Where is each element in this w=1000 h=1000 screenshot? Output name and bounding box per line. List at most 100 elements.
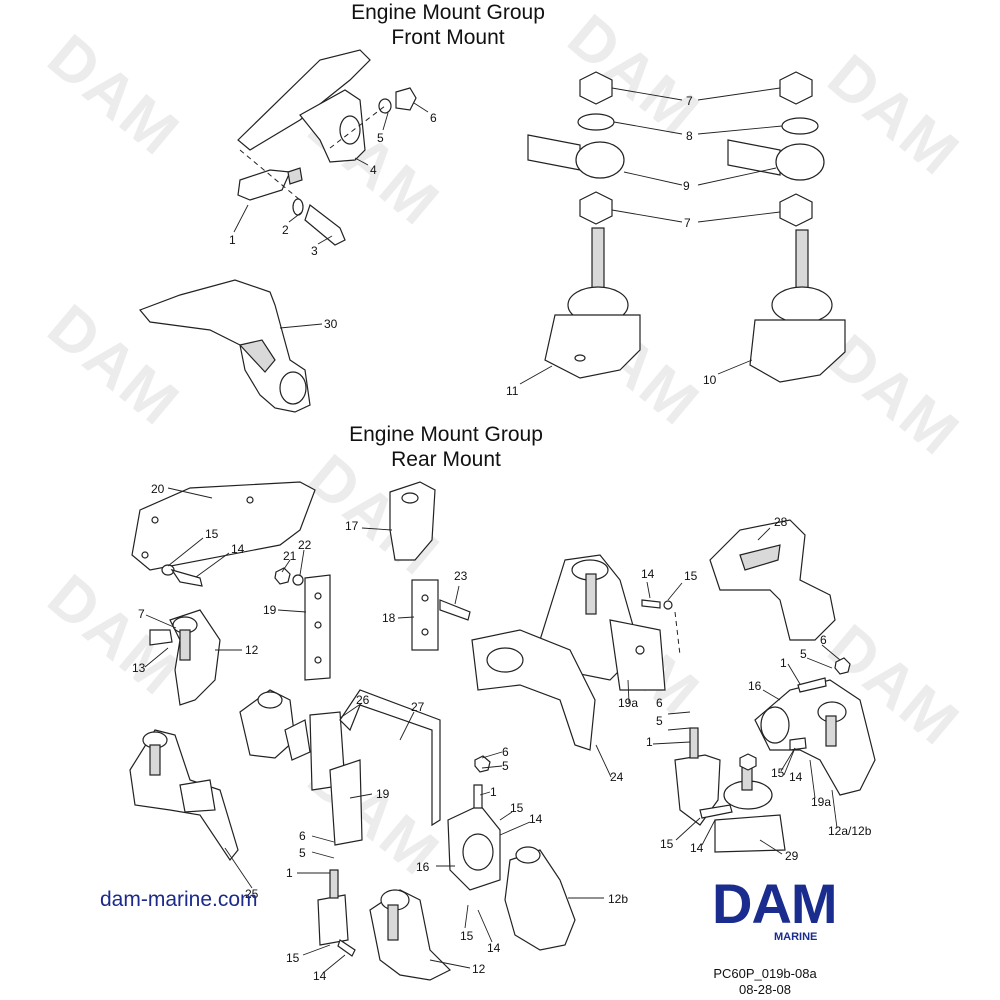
callout-5: 5: [502, 759, 509, 773]
callout-15: 15: [684, 569, 698, 583]
callout-23: 23: [454, 569, 468, 583]
callout-29: 29: [785, 849, 799, 863]
callout-6: 6: [502, 745, 509, 759]
callout-15: 15: [660, 837, 674, 851]
callout-5: 5: [377, 131, 384, 145]
callout-27: 27: [411, 700, 425, 714]
rear-isolator-12b: [504, 846, 576, 951]
website-link[interactable]: dam-marine.com: [100, 888, 258, 911]
front-mount-title: Engine Mount Group Front Mount: [318, 0, 578, 50]
callout-11: 11: [506, 384, 519, 398]
callout-28: 28: [774, 515, 788, 529]
callout-16: 16: [416, 860, 430, 874]
rear-isolator-center: [471, 554, 666, 751]
rear-bolt-14-15-top: [641, 599, 681, 656]
callout-1: 1: [490, 785, 497, 799]
callout-7: 7: [684, 216, 691, 230]
doc-number: PC60P_019b-08a: [713, 966, 817, 981]
callout-22: 22: [298, 538, 312, 552]
callout-6: 6: [656, 696, 663, 710]
front-isolator-left: [527, 71, 641, 379]
callout-12a-12b: 12a/12b: [828, 824, 872, 838]
callout-7: 7: [686, 94, 693, 108]
callout-5: 5: [800, 647, 807, 661]
callout-3: 3: [311, 244, 318, 258]
rear-bracket-28: [709, 519, 836, 641]
callout-13: 13: [132, 661, 146, 675]
doc-date: 08-28-08: [738, 982, 792, 997]
callout-1: 1: [229, 233, 236, 247]
callout-15: 15: [460, 929, 474, 943]
callout-5: 5: [656, 714, 663, 728]
callout-15: 15: [510, 801, 524, 815]
callout-19a: 19a: [811, 795, 831, 809]
callout-14: 14: [231, 542, 245, 556]
callout-14: 14: [641, 567, 655, 581]
rear-bracket-17: [389, 481, 436, 561]
callout-16: 16: [748, 679, 762, 693]
rear-title-line2: Rear Mount: [391, 448, 501, 471]
rear-plate-18: [411, 579, 471, 651]
rear-crossmember-27: [329, 689, 441, 846]
callout-6: 6: [299, 829, 306, 843]
callout-14: 14: [529, 812, 543, 826]
front-title-line1: Engine Mount Group: [351, 1, 545, 24]
callout-14: 14: [789, 770, 803, 784]
callout-19: 19: [263, 603, 277, 617]
callout-15: 15: [286, 951, 300, 965]
front-title-line2: Front Mount: [391, 26, 505, 49]
rear-isolator-right-16: [754, 657, 876, 796]
rear-isolator-29: [714, 753, 786, 853]
callout-14: 14: [313, 969, 327, 983]
front-isolator-right: [727, 71, 846, 383]
callout-26: 26: [356, 693, 370, 707]
callout-15: 15: [771, 766, 785, 780]
rear-nut-washer-21-22: [274, 567, 304, 586]
callout-7: 7: [138, 607, 145, 621]
callout-8: 8: [686, 129, 693, 143]
callout-18: 18: [382, 611, 396, 625]
rear-bolt-washer-15-14: [161, 564, 203, 587]
callout-6: 6: [430, 111, 437, 125]
front-mount-bracket-30: [138, 279, 311, 413]
callout-2: 2: [282, 223, 289, 237]
rear-isolator-26: [239, 689, 346, 791]
callout-1: 1: [286, 866, 293, 880]
callout-labels: 1 2 3 4 5 6 7 8 9 7 30 11 10 20 15 14 17…: [132, 94, 872, 983]
front-bracket-assembly: [237, 49, 417, 246]
callout-10: 10: [703, 373, 717, 387]
dam-marine-logo: DAM MARINE: [712, 872, 892, 944]
callout-1: 1: [646, 735, 653, 749]
callout-12: 12: [245, 643, 259, 657]
callout-15: 15: [205, 527, 219, 541]
callout-19a: 19a: [618, 696, 638, 710]
callout-5: 5: [299, 846, 306, 860]
callout-9: 9: [683, 179, 690, 193]
callout-1: 1: [780, 656, 787, 670]
rear-title-line1: Engine Mount Group: [349, 423, 543, 446]
callout-12: 12: [472, 962, 486, 976]
logo-sub: MARINE: [774, 931, 818, 943]
callout-20: 20: [151, 482, 165, 496]
rear-bracket-1-bottom: [317, 869, 356, 957]
callout-19: 19: [376, 787, 390, 801]
callout-14: 14: [487, 941, 501, 955]
callout-24: 24: [610, 770, 624, 784]
callout-21: 21: [283, 549, 297, 563]
callout-25: 25: [245, 887, 259, 901]
callout-14: 14: [690, 841, 704, 855]
callout-6: 6: [820, 633, 827, 647]
rear-isolator-left-12: [149, 609, 221, 706]
rear-bracket-16-center: [447, 755, 501, 891]
rear-isolator-left-25: [129, 729, 239, 862]
logo-name: DAM: [712, 872, 838, 935]
leader-lines: [144, 87, 841, 974]
callout-17: 17: [345, 519, 359, 533]
callout-12b: 12b: [608, 892, 628, 906]
rear-mount-title: Engine Mount Group Rear Mount: [316, 422, 576, 472]
callout-30: 30: [324, 317, 338, 331]
document-id: PC60P_019b-08a 08-28-08: [700, 966, 830, 998]
callout-4: 4: [370, 163, 377, 177]
rear-isolator-24: [674, 727, 733, 826]
